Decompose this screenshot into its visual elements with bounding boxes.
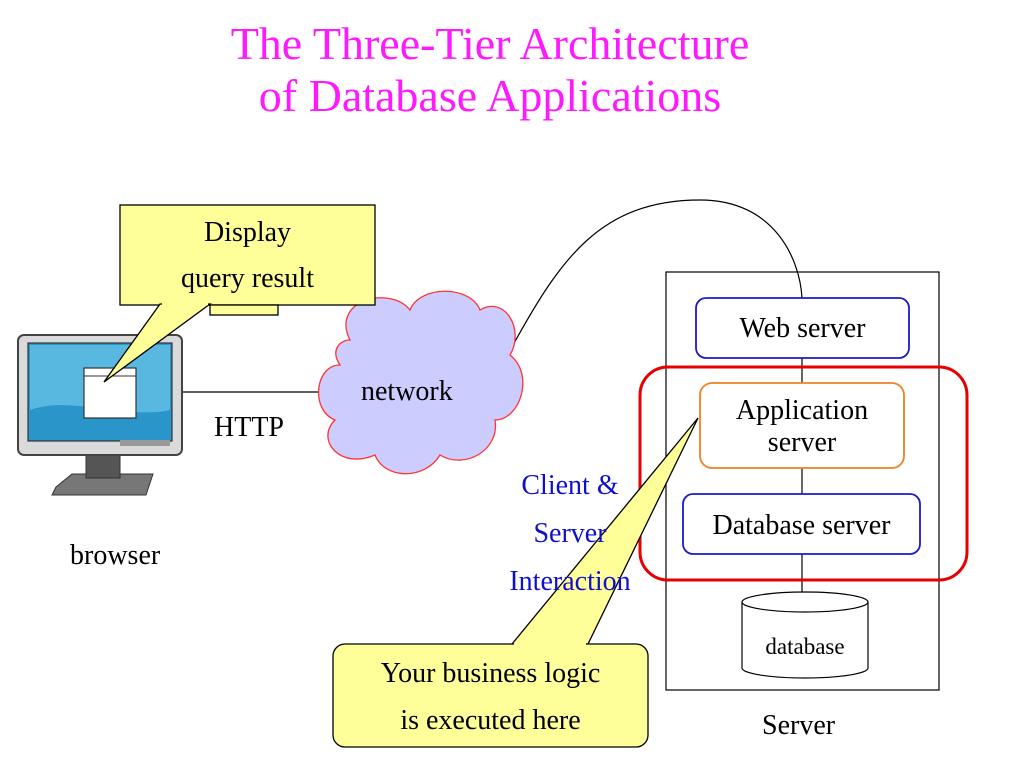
- callout-business-logic: Your business logic is executed here: [333, 650, 648, 744]
- interaction-label: Client & Server Interaction: [490, 462, 650, 606]
- database-label: database: [765, 634, 845, 659]
- app-server-line-1: Application: [735, 395, 869, 426]
- title-line-2: of Database Applications: [258, 70, 722, 121]
- network-to-server-link: [512, 199, 803, 346]
- web-server-box: [695, 297, 910, 359]
- callout-bottom-shape: [332, 417, 699, 748]
- application-server-box: [699, 382, 905, 469]
- database-server-box: [682, 493, 921, 555]
- highlight-frame: [638, 365, 969, 582]
- interaction-line-1: Client &: [521, 470, 619, 501]
- callout-display-result: Display query result: [120, 216, 375, 302]
- computer-monitor-icon: [17, 334, 183, 496]
- interaction-line-3: Interaction: [509, 566, 631, 597]
- application-server-label: Application server: [700, 395, 904, 459]
- server-label: Server: [762, 710, 836, 741]
- database-cylinder-icon: [741, 591, 869, 679]
- database-server-label: Database server: [712, 510, 891, 541]
- callout-bottom-line-1: Your business logic: [380, 658, 601, 689]
- callout-top-shape: [103, 204, 376, 383]
- web-server-label: Web server: [739, 313, 866, 344]
- title-line-1: The Three-Tier Architecture: [230, 18, 750, 69]
- callout-top-line-2: query result: [181, 263, 314, 294]
- app-server-line-2: server: [767, 427, 837, 458]
- callout-top-line-1: Display: [203, 217, 292, 248]
- http-label: HTTP: [214, 412, 284, 443]
- network-label: network: [361, 376, 453, 407]
- callout-bottom-line-2: is executed here: [400, 705, 581, 736]
- interaction-line-2: Server: [533, 518, 607, 549]
- page-title: The Three-Tier Architecture of Database …: [0, 18, 980, 122]
- browser-label: browser: [70, 540, 161, 571]
- cloud-icon: [318, 290, 524, 475]
